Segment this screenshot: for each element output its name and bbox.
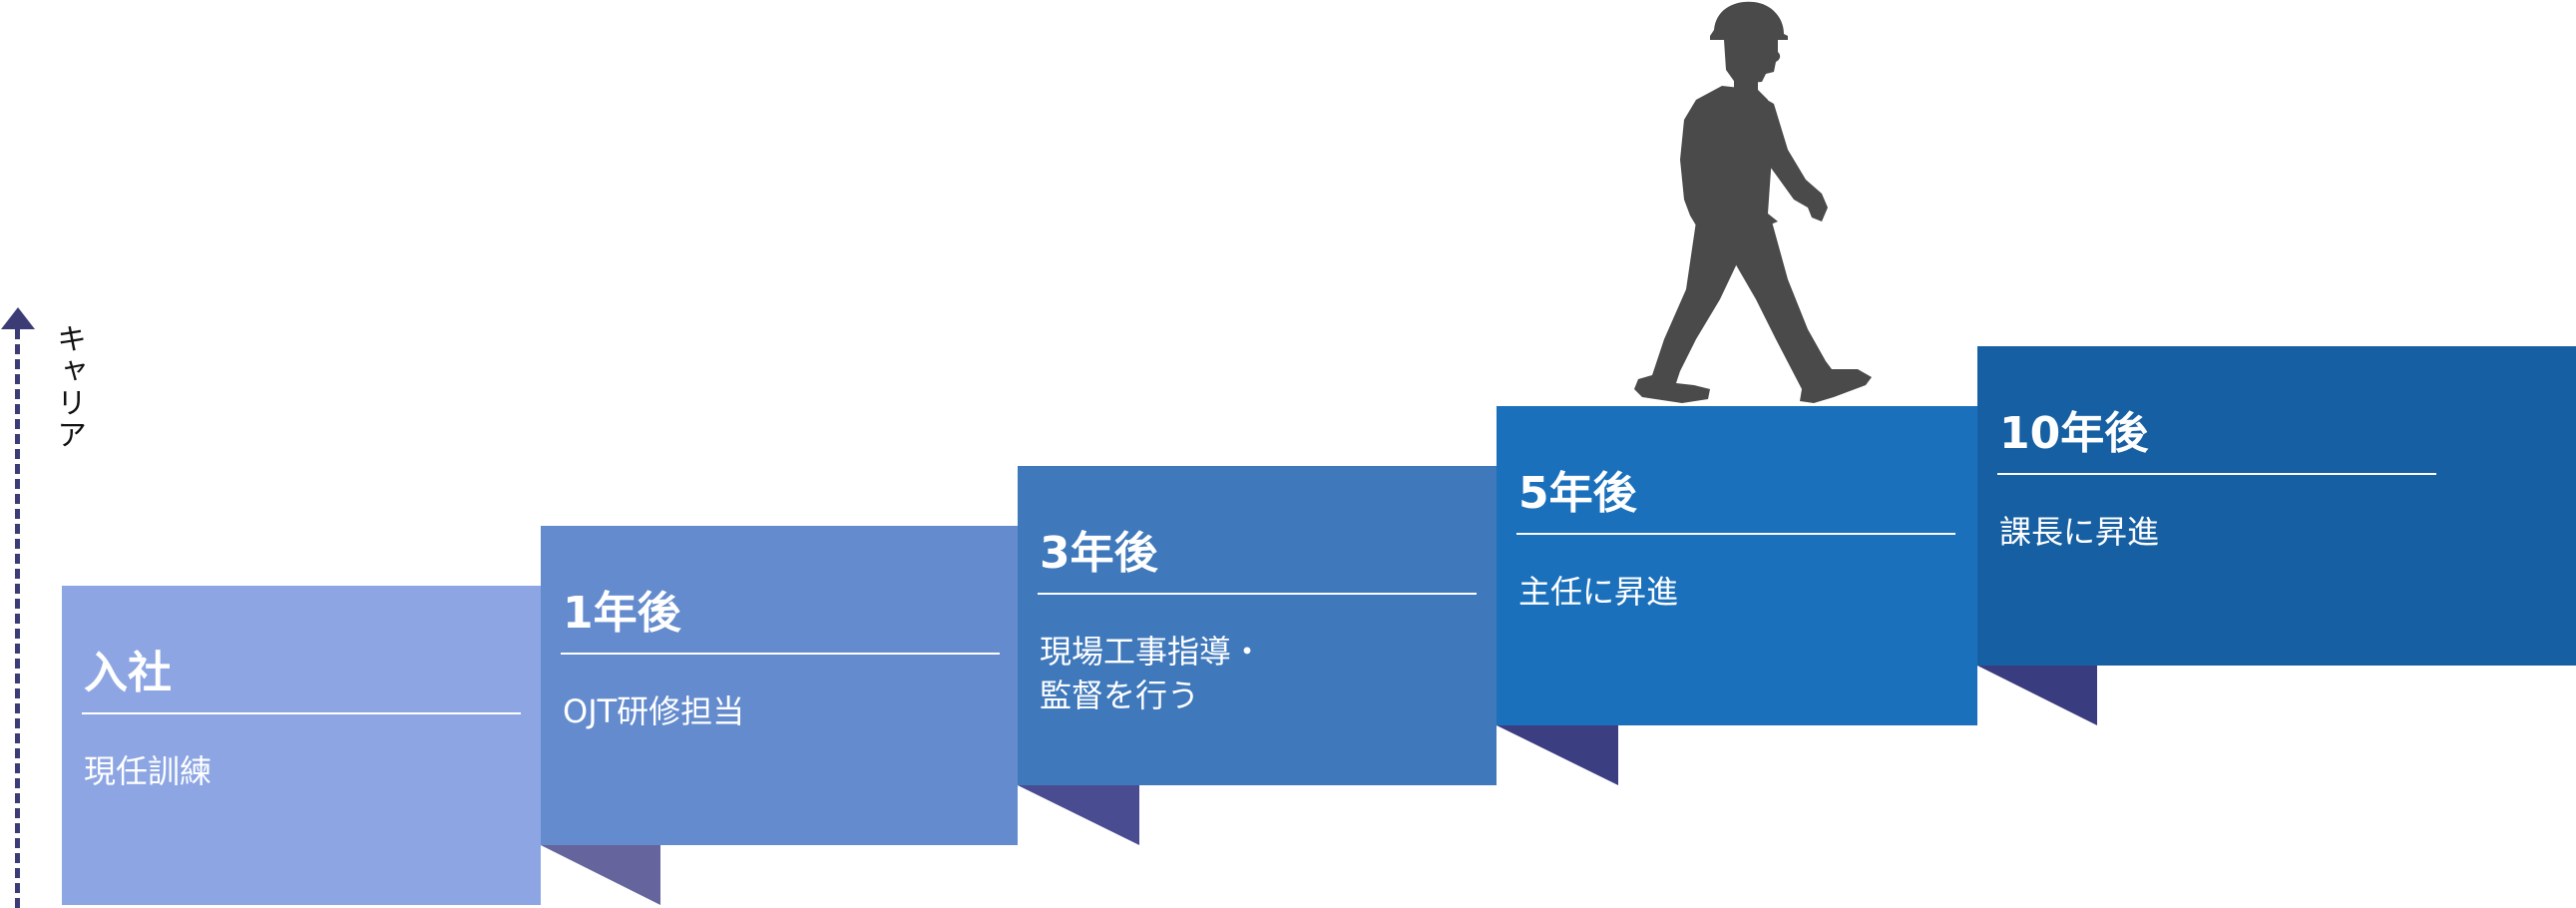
step-year-10-label: 10年後	[1999, 408, 2149, 459]
fold-step-1	[541, 845, 660, 905]
career-axis-label: キャリア	[51, 323, 86, 451]
step-join-desc: 現任訓練	[84, 752, 213, 790]
step-year-10-desc: 課長に昇進	[1999, 513, 2160, 551]
step-year-3-desc: 現場工事指導・ 監督を行う	[1040, 633, 1264, 714]
step-year-3-label: 3年後	[1040, 528, 1158, 579]
fold-step-3	[1497, 725, 1618, 785]
step-year-1-rule	[561, 653, 1000, 655]
step-year-10-rule	[1997, 473, 2436, 475]
step-year-10: 10年後 課長に昇進	[1977, 346, 2576, 666]
step-year-3: 3年後 現場工事指導・ 監督を行う	[1018, 466, 1497, 785]
fold-step-4	[1977, 666, 2097, 725]
fold-step-2	[1018, 785, 1139, 845]
step-year-1-desc: OJT研修担当	[563, 692, 745, 730]
step-year-5-label: 5年後	[1518, 468, 1637, 519]
career-axis-arrow-icon	[1, 307, 35, 329]
step-year-5-desc: 主任に昇進	[1518, 573, 1679, 611]
step-year-1: 1年後 OJT研修担当	[541, 526, 1018, 845]
step-join-label: 入社	[84, 648, 172, 698]
career-axis-line	[15, 329, 20, 908]
step-join: 入社 現任訓練	[62, 586, 541, 905]
step-year-5-rule	[1516, 533, 1955, 535]
step-year-3-rule	[1038, 593, 1477, 595]
step-year-1-label: 1年後	[563, 588, 681, 639]
step-year-5: 5年後 主任に昇進	[1497, 406, 1977, 725]
step-join-rule	[82, 712, 521, 714]
